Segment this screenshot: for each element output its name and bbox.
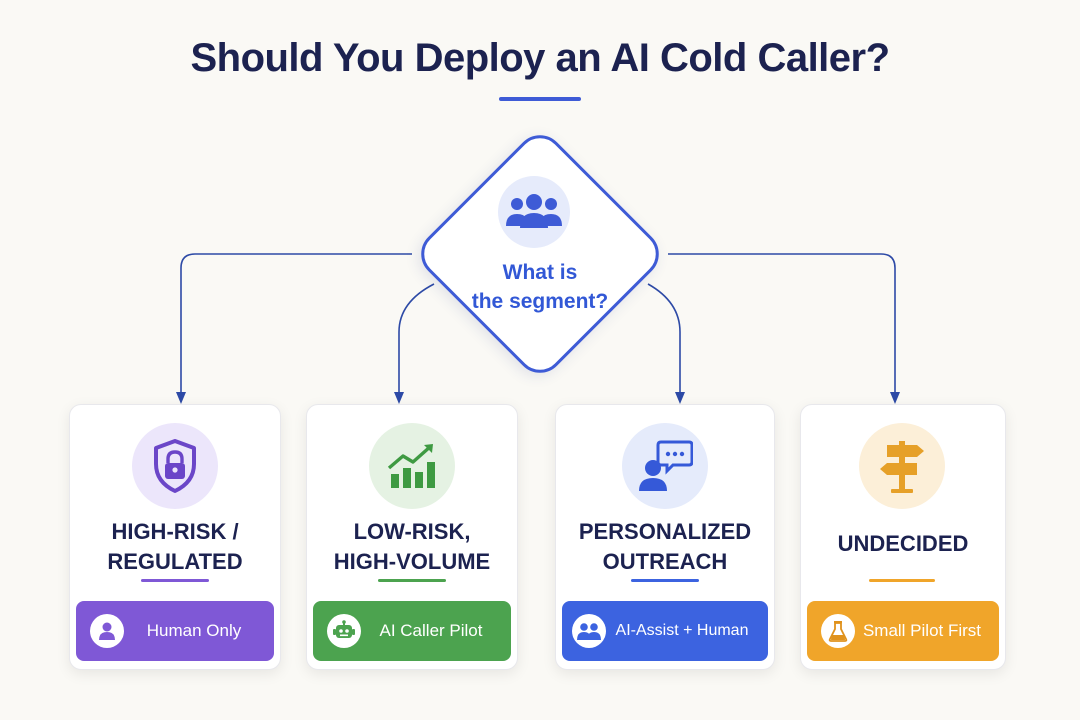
branch-title-line2: REGULATED bbox=[107, 549, 243, 574]
action-label: Small Pilot First bbox=[862, 621, 982, 640]
users-group-icon bbox=[498, 176, 570, 248]
connector-personalized bbox=[647, 283, 685, 404]
diagram-title: Should You Deploy an AI Cold Caller? bbox=[190, 36, 890, 80]
branch-underline bbox=[141, 579, 209, 582]
growth-chart-icon bbox=[369, 423, 455, 509]
branch-card-high-risk: HIGH-RISK / REGULATED Human Only bbox=[69, 404, 281, 670]
branch-card-undecided: UNDECIDED Small Pilot First bbox=[800, 404, 1006, 670]
branch-underline bbox=[869, 579, 935, 582]
action-ai-assist-human: AI-Assist + Human bbox=[562, 601, 768, 661]
decision-question-line2: the segment? bbox=[471, 290, 609, 313]
shield-lock-icon bbox=[132, 423, 218, 509]
signpost-icon bbox=[859, 423, 945, 509]
person-icon bbox=[90, 614, 124, 648]
branch-title-line1: HIGH-RISK / bbox=[111, 519, 239, 544]
robot-icon bbox=[327, 614, 361, 648]
branch-title-line1: UNDECIDED bbox=[837, 531, 969, 556]
action-small-pilot-first: Small Pilot First bbox=[807, 601, 999, 661]
action-label: Human Only bbox=[146, 621, 242, 640]
branch-title: UNDECIDED bbox=[801, 529, 1005, 559]
decision-question: What is the segment? bbox=[450, 258, 630, 316]
branch-title-line1: LOW-RISK, bbox=[353, 519, 471, 544]
action-label: AI-Assist + Human bbox=[615, 622, 749, 639]
branch-title-line2: OUTREACH bbox=[602, 549, 728, 574]
branch-card-personalized: PERSONALIZED OUTREACH AI-Assist + Human bbox=[555, 404, 775, 670]
decision-question-line1: What is bbox=[502, 261, 578, 284]
branch-title: PERSONALIZED OUTREACH bbox=[556, 517, 774, 577]
branch-title: HIGH-RISK / REGULATED bbox=[70, 517, 280, 577]
connector-low-risk bbox=[394, 283, 435, 404]
branch-underline bbox=[378, 579, 446, 582]
branch-underline bbox=[631, 579, 699, 582]
person-chat-icon bbox=[622, 423, 708, 509]
action-label: AI Caller Pilot bbox=[379, 621, 483, 640]
branch-title-line2: HIGH-VOLUME bbox=[333, 549, 491, 574]
connector-undecided bbox=[668, 253, 900, 404]
title-underline bbox=[499, 97, 581, 101]
branch-title: LOW-RISK, HIGH-VOLUME bbox=[307, 517, 517, 577]
branch-card-low-risk: LOW-RISK, HIGH-VOLUME AI Caller Pilot bbox=[306, 404, 518, 670]
action-human-only: Human Only bbox=[76, 601, 274, 661]
connector-high-risk bbox=[176, 253, 412, 404]
flask-icon bbox=[821, 614, 855, 648]
branch-title-line1: PERSONALIZED bbox=[578, 519, 752, 544]
people-pair-icon bbox=[572, 614, 606, 648]
action-ai-caller-pilot: AI Caller Pilot bbox=[313, 601, 511, 661]
